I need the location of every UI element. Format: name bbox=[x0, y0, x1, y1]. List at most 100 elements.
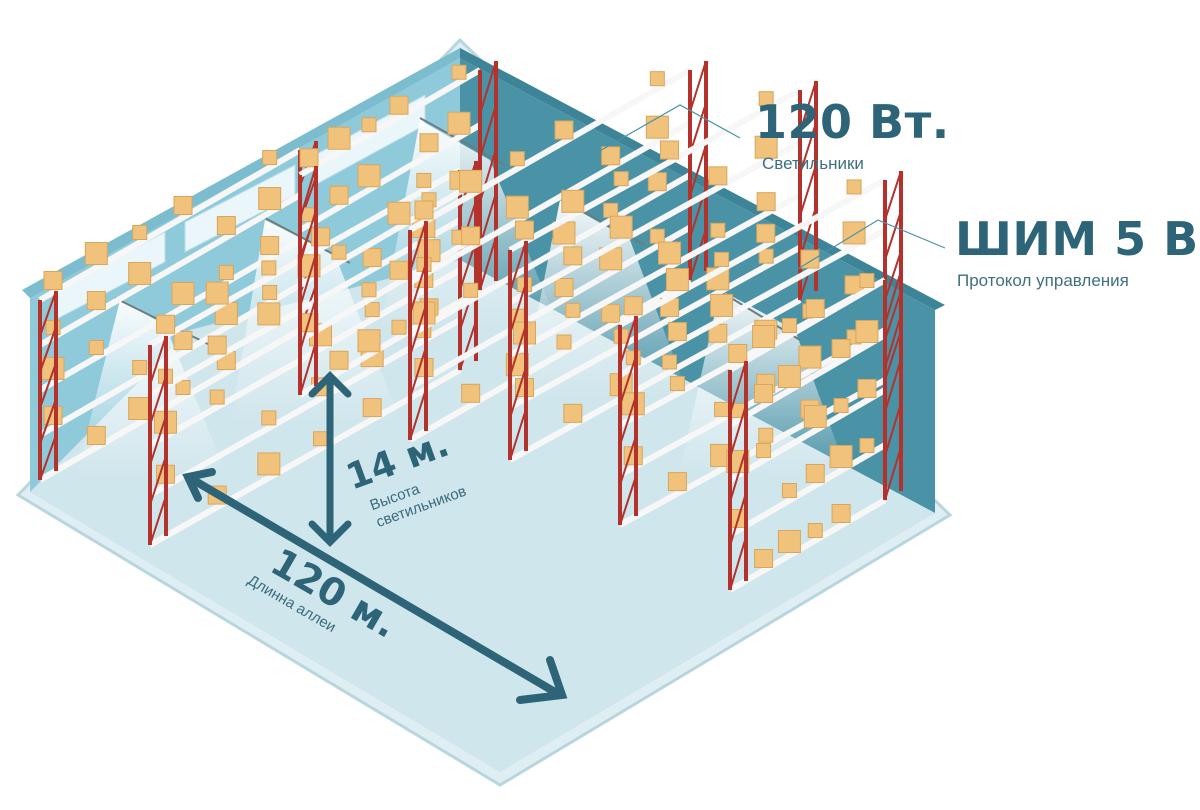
box bbox=[205, 281, 229, 305]
box bbox=[601, 146, 621, 166]
box bbox=[660, 140, 679, 160]
box bbox=[391, 319, 407, 335]
box bbox=[601, 303, 621, 323]
box bbox=[662, 354, 677, 370]
box bbox=[175, 380, 191, 395]
box bbox=[667, 472, 687, 492]
box bbox=[216, 216, 236, 235]
box bbox=[515, 220, 534, 240]
box bbox=[128, 397, 152, 420]
box bbox=[714, 251, 730, 267]
box bbox=[781, 483, 797, 498]
box bbox=[758, 91, 774, 107]
box bbox=[647, 172, 667, 192]
box bbox=[128, 262, 152, 285]
box bbox=[207, 335, 227, 355]
box bbox=[447, 111, 471, 135]
box bbox=[509, 151, 525, 167]
control-value: ШИМ 5 В bbox=[955, 212, 1199, 266]
box bbox=[603, 202, 619, 218]
rack-upright bbox=[38, 290, 58, 481]
box bbox=[781, 318, 797, 333]
box bbox=[209, 389, 225, 405]
box bbox=[132, 360, 148, 375]
box bbox=[649, 228, 665, 244]
box bbox=[364, 302, 380, 318]
box bbox=[665, 268, 689, 292]
box bbox=[714, 401, 730, 417]
rack-upright bbox=[298, 165, 318, 396]
box bbox=[708, 166, 728, 186]
back-wall-top bbox=[460, 48, 945, 310]
box bbox=[387, 201, 411, 225]
box bbox=[803, 405, 827, 428]
box bbox=[461, 226, 481, 246]
box bbox=[658, 241, 681, 265]
rack-row bbox=[726, 270, 903, 593]
length-arrow bbox=[182, 468, 568, 704]
box bbox=[710, 293, 734, 317]
box bbox=[556, 334, 572, 350]
box bbox=[855, 320, 879, 343]
box bbox=[261, 410, 277, 426]
box bbox=[807, 523, 823, 538]
box bbox=[331, 244, 347, 260]
box bbox=[846, 179, 862, 195]
box bbox=[327, 126, 351, 150]
box bbox=[361, 117, 377, 133]
box bbox=[88, 340, 104, 355]
box bbox=[669, 376, 685, 392]
box bbox=[565, 302, 581, 318]
box bbox=[777, 365, 801, 388]
box bbox=[563, 403, 583, 423]
box bbox=[357, 164, 381, 188]
box bbox=[257, 302, 281, 326]
box bbox=[329, 350, 349, 370]
box bbox=[171, 282, 195, 305]
box bbox=[754, 549, 774, 568]
box bbox=[859, 273, 875, 288]
box bbox=[710, 222, 726, 238]
box bbox=[43, 271, 63, 290]
box bbox=[752, 325, 776, 348]
power-caption: Светильники bbox=[762, 154, 864, 173]
box bbox=[313, 431, 328, 447]
box bbox=[609, 215, 633, 239]
box bbox=[829, 445, 853, 468]
luminaire bbox=[419, 117, 506, 166]
box bbox=[563, 246, 583, 266]
box bbox=[84, 242, 108, 265]
box bbox=[756, 443, 772, 458]
box bbox=[357, 329, 381, 353]
box bbox=[389, 260, 409, 280]
power-value: 120 Вт. bbox=[755, 95, 950, 149]
rack-row bbox=[618, 170, 903, 528]
rack-upright bbox=[148, 335, 168, 546]
box bbox=[623, 296, 643, 316]
box bbox=[777, 530, 801, 553]
box bbox=[857, 379, 877, 398]
box bbox=[262, 285, 278, 300]
rack-upright bbox=[508, 240, 528, 461]
box bbox=[754, 135, 778, 159]
box bbox=[758, 427, 774, 443]
box bbox=[361, 282, 377, 298]
rack-upright bbox=[688, 60, 708, 281]
box bbox=[463, 282, 479, 298]
box bbox=[156, 314, 175, 334]
box bbox=[257, 452, 281, 476]
box bbox=[831, 504, 851, 523]
power-leader-line bbox=[534, 104, 741, 189]
callout-leader-lines bbox=[534, 104, 946, 293]
box bbox=[414, 200, 434, 220]
box bbox=[505, 195, 529, 219]
box bbox=[754, 384, 774, 403]
rack-row bbox=[508, 80, 818, 463]
rack-upright bbox=[618, 315, 638, 526]
box bbox=[173, 331, 193, 350]
box bbox=[173, 196, 193, 215]
control-leader-line bbox=[759, 219, 946, 293]
box bbox=[756, 223, 776, 243]
box bbox=[451, 64, 467, 80]
